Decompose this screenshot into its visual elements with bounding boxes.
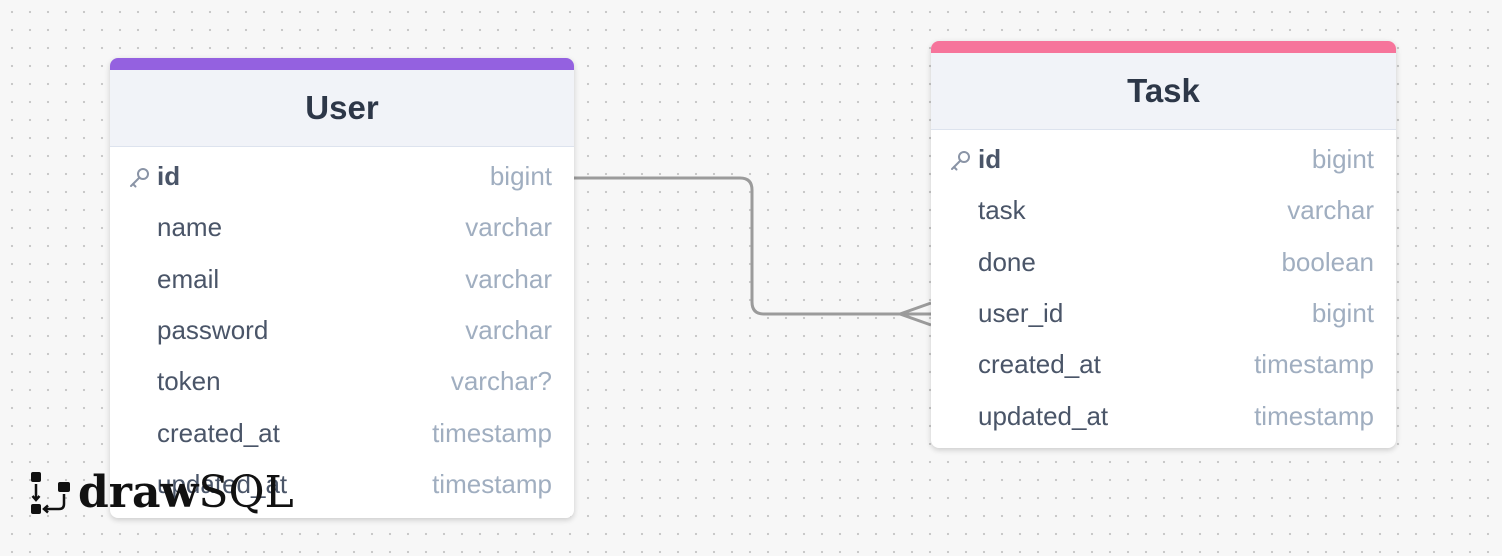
table-accent-bar [110,58,574,70]
table-title: User [305,89,379,126]
crows-foot-many-icon [899,301,932,327]
column-name: updated_at [978,400,1109,431]
logo-text-draw: draw [78,467,199,518]
drawsql-logo-text: drawSQL [78,471,294,515]
column-name: user_id [978,298,1064,329]
column-type: timestamp [432,468,552,499]
column-name: created_at [978,349,1101,380]
table-header[interactable]: User [110,70,574,147]
table-task[interactable]: Task id bigint task varchar done boolean… [931,41,1396,448]
column-row-token[interactable]: token varchar? [110,356,574,407]
drawsql-logo-icon [31,472,70,514]
key-icon [130,168,149,188]
column-type: timestamp [1254,349,1374,380]
column-name: token [157,366,221,397]
relationship-line[interactable] [574,176,931,316]
column-row-done[interactable]: done boolean [931,237,1396,288]
column-type: bigint [489,161,552,192]
column-row-updated-at[interactable]: updated_at timestamp [110,459,574,510]
table-header[interactable]: Task [931,53,1396,130]
column-name: created_at [157,417,280,448]
column-type: timestamp [1254,400,1374,431]
column-name: task [978,195,1026,226]
column-row-name[interactable]: name varchar [110,202,574,253]
column-name: id [157,161,181,192]
column-type: timestamp [432,417,552,448]
column-type: bigint [1311,298,1374,329]
column-type: varchar? [450,366,552,397]
drawsql-logo[interactable]: drawSQL [30,470,294,516]
column-row-created-at[interactable]: created_at timestamp [110,407,574,458]
column-type: varchar [465,315,552,346]
column-type: boolean [1281,246,1374,277]
column-type: bigint [1311,144,1374,175]
column-name: done [978,246,1036,277]
column-type: varchar [1287,195,1374,226]
column-row-id[interactable]: id bigint [931,134,1396,185]
column-name: updated_at [157,468,288,499]
table-title: Task [1127,72,1200,109]
column-row-user-id[interactable]: user_id bigint [931,288,1396,339]
table-user[interactable]: User id bigint name varchar email varcha… [110,58,574,518]
column-name: password [157,315,269,346]
logo-text-sql: SQL [198,467,294,518]
column-name: name [157,212,223,243]
column-row-updated-at[interactable]: updated_at timestamp [931,390,1396,441]
column-name: id [978,144,1002,175]
column-row-id[interactable]: id bigint [110,151,574,202]
key-icon [951,151,970,171]
column-row-task[interactable]: task varchar [931,185,1396,236]
column-row-email[interactable]: email varchar [110,254,574,305]
column-type: varchar [465,212,552,243]
column-row-password[interactable]: password varchar [110,305,574,356]
column-name: email [157,263,220,294]
column-row-created-at[interactable]: created_at timestamp [931,339,1396,390]
table-accent-bar [931,41,1396,53]
column-type: varchar [465,263,552,294]
